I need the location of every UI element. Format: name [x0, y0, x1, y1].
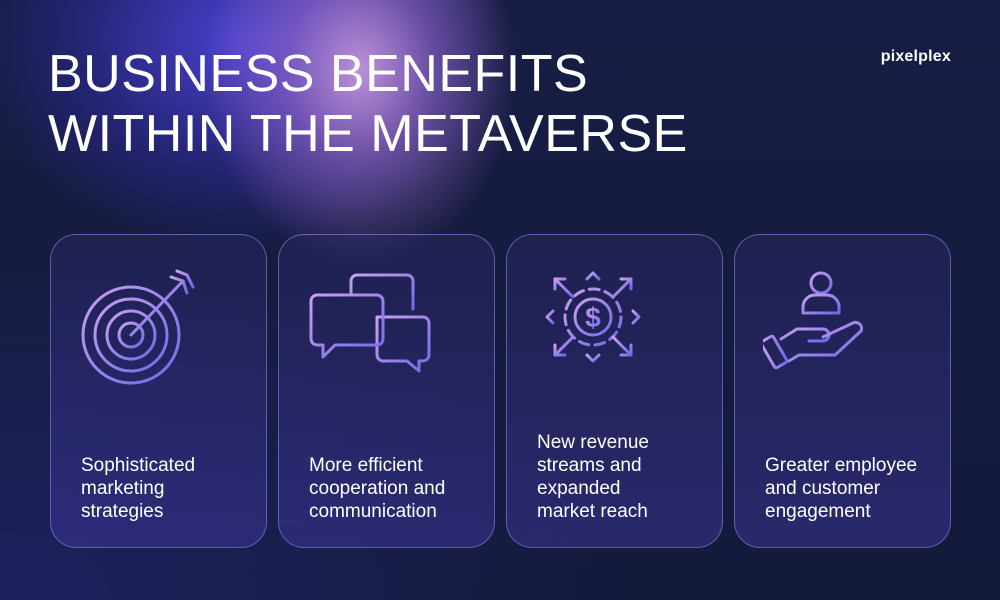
benefit-card-text: Sophisticated marketing strategies [81, 454, 248, 523]
target-arrow-icon [79, 267, 199, 387]
benefit-card-text: New revenue streams and expanded market … [537, 431, 704, 523]
text-line: strategies [81, 501, 164, 522]
dollar-expand-icon: $ [535, 267, 655, 387]
text-line: streams and [537, 455, 642, 476]
chat-bubbles-icon [307, 267, 431, 387]
title-line-2: WITHIN THE METAVERSE [48, 105, 688, 163]
page-title: BUSINESS BENEFITS WITHIN THE METAVERSE [48, 44, 688, 164]
text-line: engagement [765, 501, 871, 522]
benefit-card-text: More efficient cooperation and communica… [309, 454, 476, 523]
text-line: communication [309, 501, 437, 522]
text-line: market reach [537, 501, 648, 522]
svg-text:$: $ [585, 302, 601, 333]
hand-person-icon [759, 267, 883, 387]
title-line-1: BUSINESS BENEFITS [48, 45, 589, 103]
text-line: New revenue [537, 432, 649, 453]
benefit-card-marketing: Sophisticated marketing strategies [50, 234, 267, 548]
benefit-card-cooperation: More efficient cooperation and communica… [278, 234, 495, 548]
text-line: marketing [81, 478, 165, 499]
brand-logo: pixelplex [880, 48, 951, 65]
benefit-card-revenue: $ New revenue streams and expanded marke… [506, 234, 723, 548]
text-line: More efficient [309, 455, 423, 476]
benefit-card-text: Greater employee and customer engagement [765, 454, 932, 523]
text-line: Sophisticated [81, 455, 196, 476]
text-line: cooperation and [309, 478, 446, 499]
text-line: and customer [765, 478, 881, 499]
text-line: Greater employee [765, 455, 918, 476]
text-line: expanded [537, 478, 621, 499]
benefit-cards: Sophisticated marketing strategies More … [50, 234, 951, 550]
benefit-card-engagement: Greater employee and customer engagement [734, 234, 951, 548]
